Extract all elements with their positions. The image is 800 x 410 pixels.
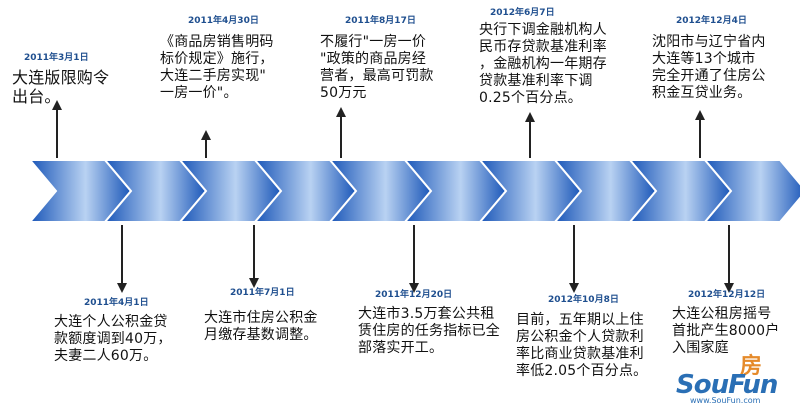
event-date-10: 2012年12月12日 (688, 290, 766, 300)
event-text-3: 《商品房销售明码 标价规定》施行， 大连二手房实现" 一房一价"。 (160, 34, 274, 101)
event-date-2: 2011年4月1日 (84, 298, 149, 308)
event-date-3: 2011年4月30日 (188, 16, 259, 26)
event-text-6: 大连市3.5万套公共租 赁住房的任务指标已全 部落实开工。 (358, 306, 500, 356)
event-date-4: 2011年7月1日 (230, 288, 295, 298)
event-date-5: 2011年8月17日 (345, 16, 416, 26)
connector-arrowhead (695, 110, 705, 120)
event-text-4: 大连市住房公积金 月缴存基数调整。 (204, 310, 318, 343)
watermark-brand: SouFun (676, 370, 778, 400)
connector-arrowhead (117, 283, 127, 293)
event-date-6: 2011年12月20日 (375, 290, 453, 300)
connector-arrowhead (336, 107, 346, 117)
event-text-1: 大连版限购令 出台。 (12, 68, 110, 106)
connector-arrowhead (249, 278, 259, 288)
event-text-10: 大连公租房摇号 首批产生8000户 入围家庭 (672, 306, 780, 356)
watermark-url: www.SouFun.com (690, 396, 761, 405)
event-date-9: 2012年12月4日 (676, 16, 747, 26)
event-text-9: 沈阳市与辽宁省内 大连等13个城市 完全开通了住房公 积金互贷业务。 (652, 34, 766, 101)
connector-arrowhead (525, 112, 535, 122)
watermark-glyph: 房 (740, 354, 763, 379)
connector-arrowhead (201, 130, 211, 140)
connector-arrowhead (52, 100, 62, 110)
event-date-1: 2011年3月1日 (24, 53, 89, 63)
connector-arrowhead (569, 283, 579, 293)
event-date-7: 2012年6月7日 (490, 8, 555, 18)
event-text-5: 不履行"一房一价 "政策的商品房经 营者，最高可罚款 50万元 (320, 34, 434, 101)
event-text-2: 大连个人公积金贷 款额度调到40万， 夫妻二人60万。 (54, 314, 172, 364)
event-text-8: 目前，五年期以上住 房公积金个人贷款利 率比商业贷款基准利 率低2.05个百分点… (516, 312, 648, 379)
connector-arrowhead (724, 283, 734, 293)
soufun-watermark: 房 SouFun www.SouFun.com (676, 350, 794, 406)
event-text-7: 央行下调金融机构人 民币存贷款基准利率 ，金融机构一年期存 贷款基准利率下调 0… (479, 22, 607, 106)
connector-arrowhead (409, 283, 419, 293)
event-date-8: 2012年10月8日 (548, 295, 619, 305)
timeline-chevron (702, 159, 800, 223)
